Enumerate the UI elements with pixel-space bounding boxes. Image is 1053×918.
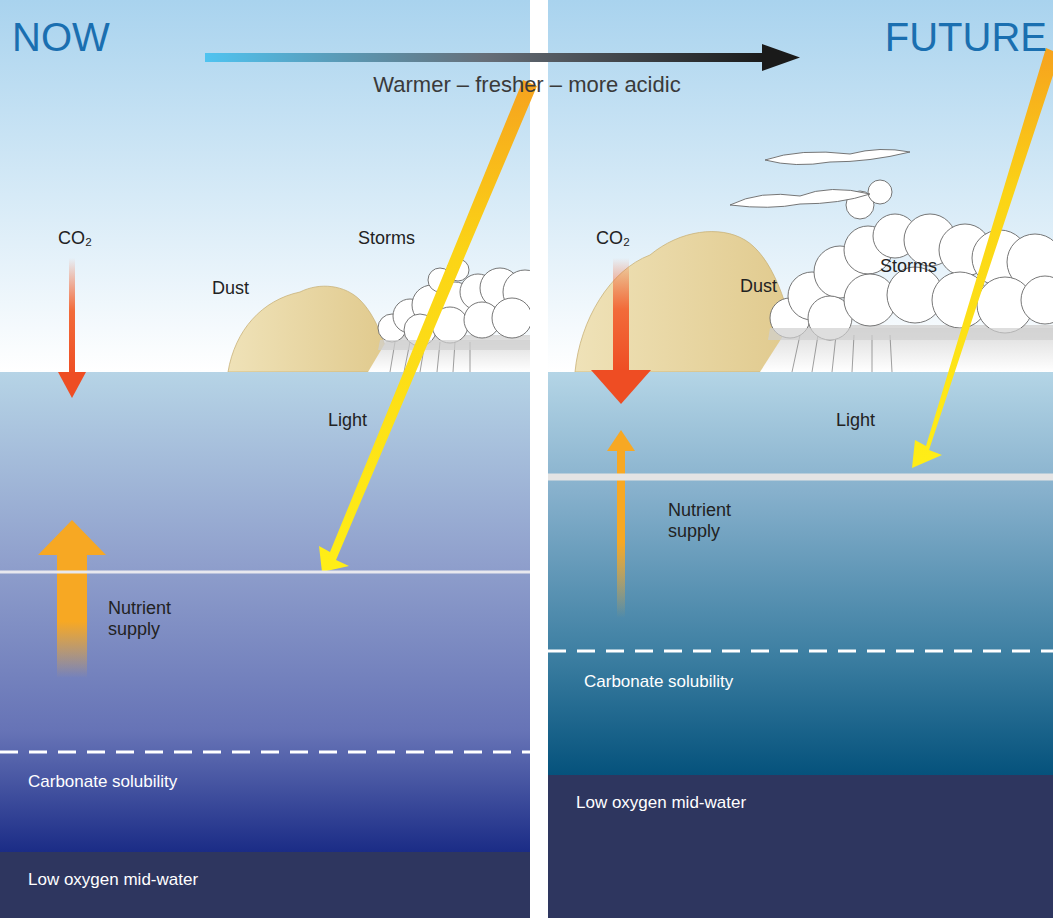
process-label: Dust: [212, 278, 249, 299]
oxygen-band: Low oxygen mid-water: [0, 852, 530, 918]
process-label: Carbonate solubility: [28, 772, 177, 792]
band-label: Low oxygen mid-water: [28, 870, 520, 890]
process-label: Nutrient supply: [108, 598, 198, 639]
oxygen-band: Low oxygen mid-water: [548, 775, 1053, 918]
process-label: Dust: [740, 276, 777, 297]
trend-arrowhead: [762, 44, 800, 71]
panel-title: FUTURE: [885, 14, 1047, 60]
nutrient-arrow: [38, 430, 635, 678]
carbonate-line: [0, 751, 530, 754]
process-label: CO₂: [596, 228, 630, 249]
trend-arrow: [205, 53, 765, 62]
band-label: Low oxygen mid-water: [576, 793, 1043, 813]
mixed-layer-line: [548, 474, 1053, 481]
process-label: Carbonate solubility: [584, 672, 733, 692]
carbonate-line: [548, 650, 1053, 653]
mixed-layer-line: [0, 571, 530, 574]
light-arrow: [319, 48, 1053, 572]
weather: [228, 259, 530, 372]
process-label: Light: [328, 410, 367, 431]
trend-label: Warmer – fresher – more acidic: [373, 72, 680, 97]
panel-title: NOW: [12, 14, 110, 60]
weather: [575, 149, 1053, 372]
ocean: [0, 372, 530, 852]
process-label: Storms: [880, 256, 937, 277]
process-label: Nutrient supply: [668, 500, 758, 541]
process-label: Storms: [358, 228, 415, 249]
process-label: CO₂: [58, 228, 92, 249]
co2-arrow: [58, 258, 651, 404]
ocean: [548, 372, 1053, 775]
process-label: Light: [836, 410, 875, 431]
